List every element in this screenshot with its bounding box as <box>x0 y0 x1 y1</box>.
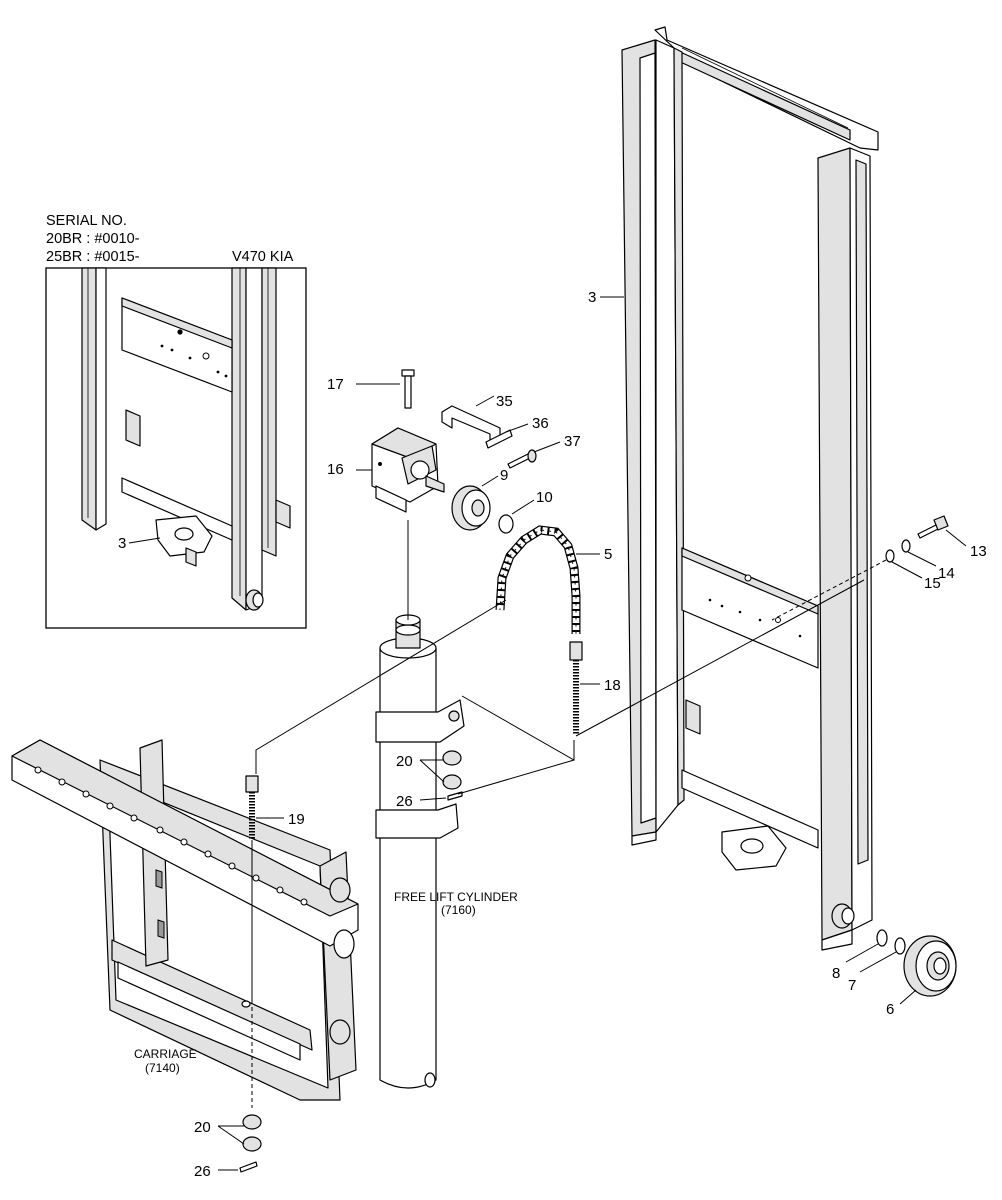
inset-mast-drawing <box>81 267 291 611</box>
route-pin-anchor <box>457 759 575 795</box>
bolt-13 <box>917 515 949 539</box>
cylinder-name: FREE LIFT CYLINDER <box>394 890 518 904</box>
washer-7 <box>894 937 906 955</box>
leader-15 <box>891 561 923 579</box>
callout-26-top: 26 <box>396 793 413 810</box>
callout-20-bottom: 20 <box>194 1119 211 1136</box>
callout-6: 6 <box>886 1001 894 1018</box>
nut-20-upper-a <box>442 750 462 766</box>
pin-26-lower <box>239 1161 258 1173</box>
route-chain-carriage <box>255 599 507 774</box>
serial-title: SERIAL NO. <box>46 213 127 229</box>
chain-wheel-bracket-16 <box>371 427 445 513</box>
serial-line-25br: 25BR : #0015- <box>46 249 140 265</box>
leader-8 <box>845 943 879 963</box>
leader-13 <box>945 529 967 547</box>
leader-14 <box>907 551 937 567</box>
anchor-bolt-18 <box>569 641 583 734</box>
callout-18: 18 <box>604 677 621 694</box>
callout-36: 36 <box>532 415 549 432</box>
carriage-assembly <box>11 739 359 1101</box>
callout-5: 5 <box>604 546 612 563</box>
leader-36 <box>505 423 529 433</box>
ring-10 <box>498 514 514 534</box>
bolt-17 <box>401 369 415 409</box>
nut-20-lower-a <box>242 1114 262 1130</box>
serial-line-20br: 20BR : #0010- <box>46 231 140 247</box>
callout-16: 16 <box>327 461 344 478</box>
callout-20-top: 20 <box>396 753 413 770</box>
callout-3-inset: 3 <box>118 535 126 552</box>
callout-8: 8 <box>832 965 840 982</box>
callout-19: 19 <box>288 811 305 828</box>
route-anchor-mast <box>575 579 865 737</box>
leader-9 <box>481 475 499 487</box>
cylinder-code: (7160) <box>441 903 476 917</box>
callout-35: 35 <box>496 393 513 410</box>
chain-5 <box>495 525 581 634</box>
route-clamp-anchor <box>461 695 575 761</box>
leader-3-inset <box>128 537 161 544</box>
anchor-bolt-19 <box>245 775 259 1108</box>
free-lift-cylinder <box>375 614 465 1089</box>
bearing-6 <box>903 935 957 997</box>
washer-14 <box>901 539 911 553</box>
leader-7 <box>859 951 897 973</box>
bolt-axis-line <box>771 559 887 621</box>
nut-20-lower-b <box>242 1136 262 1152</box>
leader-26-top <box>419 797 447 801</box>
serial-inset: SERIAL NO. 20BR : #0010- 25BR : #0015- V… <box>45 213 307 629</box>
mast-assembly <box>621 26 879 951</box>
leader-37 <box>533 441 561 453</box>
wheel-9 <box>451 485 491 531</box>
callout-17: 17 <box>327 376 344 393</box>
callout-9: 9 <box>500 467 508 484</box>
nut-20-upper-b <box>442 774 462 790</box>
callout-15: 15 <box>924 575 941 592</box>
washer-8 <box>876 929 888 947</box>
callout-26-bottom: 26 <box>194 1163 211 1180</box>
callout-14: 14 <box>938 565 955 582</box>
bolt-37 <box>507 449 537 469</box>
callout-10: 10 <box>536 489 553 506</box>
carriage-name: CARRIAGE <box>134 1047 197 1061</box>
washer-15 <box>885 549 895 563</box>
callout-7: 7 <box>848 977 856 994</box>
inset-model-label: V470 KIA <box>232 249 294 265</box>
leader-10 <box>511 499 535 515</box>
carriage-code: (7140) <box>145 1061 180 1075</box>
leader-6 <box>899 989 917 1005</box>
callout-13: 13 <box>970 543 987 560</box>
leader-20-top <box>419 759 445 783</box>
inset-frame <box>45 267 307 629</box>
leader-35 <box>475 395 495 407</box>
leader-20-bottom <box>217 1125 245 1145</box>
pin-36 <box>485 429 513 449</box>
callout-3-mast: 3 <box>588 289 596 306</box>
callout-37: 37 <box>564 433 581 450</box>
